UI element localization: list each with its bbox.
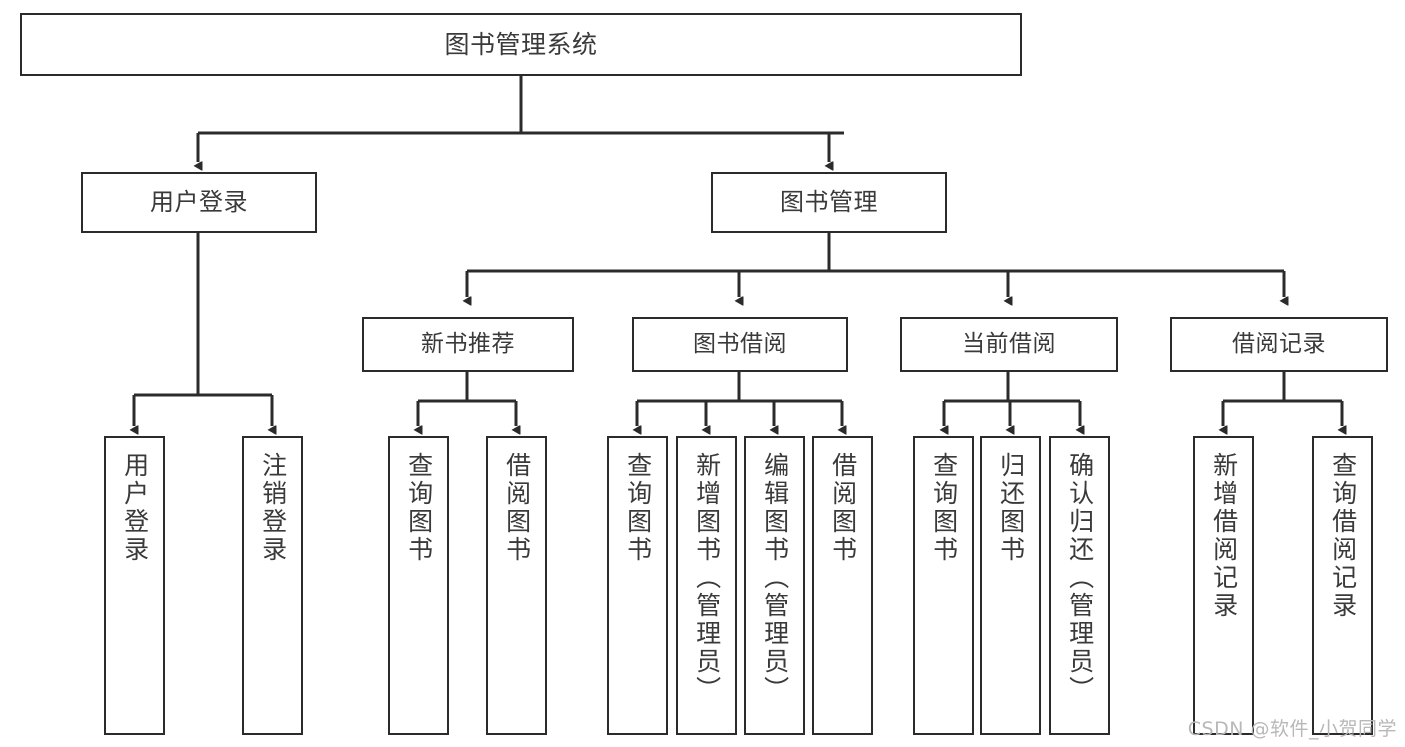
node-leaf-add-record[interactable]: 新增借阅记录	[1193, 436, 1254, 735]
node-leaf-query-book-1[interactable]: 查询图书	[388, 436, 449, 735]
node-leaf-query-record[interactable]: 查询借阅记录	[1312, 436, 1373, 735]
node-leaf-logout-login-label: 注销登录	[258, 452, 288, 564]
node-book-management-label: 图书管理	[780, 188, 878, 217]
node-book-borrow-label: 图书借阅	[693, 330, 787, 357]
node-leaf-return-book[interactable]: 归还图书	[980, 436, 1041, 735]
node-leaf-query-book-2[interactable]: 查询图书	[607, 436, 668, 735]
csdn-watermark: CSDN @软件_小贺同学	[1187, 718, 1397, 740]
node-leaf-confirm-return[interactable]: 确认归还（管理员）	[1049, 436, 1110, 735]
node-user-login-label: 用户登录	[150, 188, 248, 217]
node-leaf-borrow-book-2[interactable]: 借阅图书	[812, 436, 873, 735]
node-leaf-edit-book-label: 编辑图书（管理员）	[760, 452, 790, 704]
node-leaf-query-record-label: 查询借阅记录	[1328, 452, 1358, 620]
node-leaf-logout-login[interactable]: 注销登录	[242, 436, 303, 735]
node-leaf-borrow-book-1[interactable]: 借阅图书	[486, 436, 547, 735]
node-borrow-record[interactable]: 借阅记录	[1170, 317, 1388, 372]
node-book-borrow[interactable]: 图书借阅	[632, 317, 848, 372]
node-leaf-borrow-book-2-label: 借阅图书	[828, 452, 858, 564]
node-root-label: 图书管理系统	[444, 29, 598, 59]
node-leaf-add-book[interactable]: 新增图书（管理员）	[676, 436, 737, 735]
node-leaf-confirm-return-label: 确认归还（管理员）	[1065, 452, 1095, 704]
node-current-borrow-label: 当前借阅	[962, 330, 1056, 357]
node-leaf-query-book-1-label: 查询图书	[404, 452, 434, 564]
node-leaf-add-book-label: 新增图书（管理员）	[692, 452, 722, 704]
node-current-borrow[interactable]: 当前借阅	[900, 317, 1118, 372]
node-leaf-query-book-3[interactable]: 查询图书	[913, 436, 974, 735]
node-leaf-user-login[interactable]: 用户登录	[104, 436, 165, 735]
node-leaf-edit-book[interactable]: 编辑图书（管理员）	[744, 436, 805, 735]
node-new-book-recommend-label: 新书推荐	[421, 330, 515, 357]
node-leaf-user-login-label: 用户登录	[120, 452, 150, 564]
node-user-login[interactable]: 用户登录	[81, 172, 317, 233]
node-leaf-query-book-3-label: 查询图书	[929, 452, 959, 564]
node-leaf-query-book-2-label: 查询图书	[623, 452, 653, 564]
node-leaf-borrow-book-1-label: 借阅图书	[502, 452, 532, 564]
node-leaf-return-book-label: 归还图书	[996, 452, 1026, 564]
node-root[interactable]: 图书管理系统	[20, 13, 1022, 76]
node-leaf-add-record-label: 新增借阅记录	[1209, 452, 1239, 620]
node-borrow-record-label: 借阅记录	[1232, 330, 1326, 357]
node-new-book-recommend[interactable]: 新书推荐	[362, 317, 574, 372]
node-book-management[interactable]: 图书管理	[711, 172, 947, 233]
